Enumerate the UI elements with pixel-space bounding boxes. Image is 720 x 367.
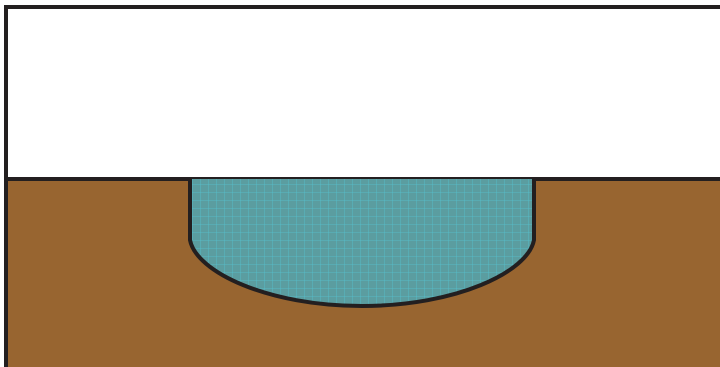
upper-layer xyxy=(6,7,720,179)
